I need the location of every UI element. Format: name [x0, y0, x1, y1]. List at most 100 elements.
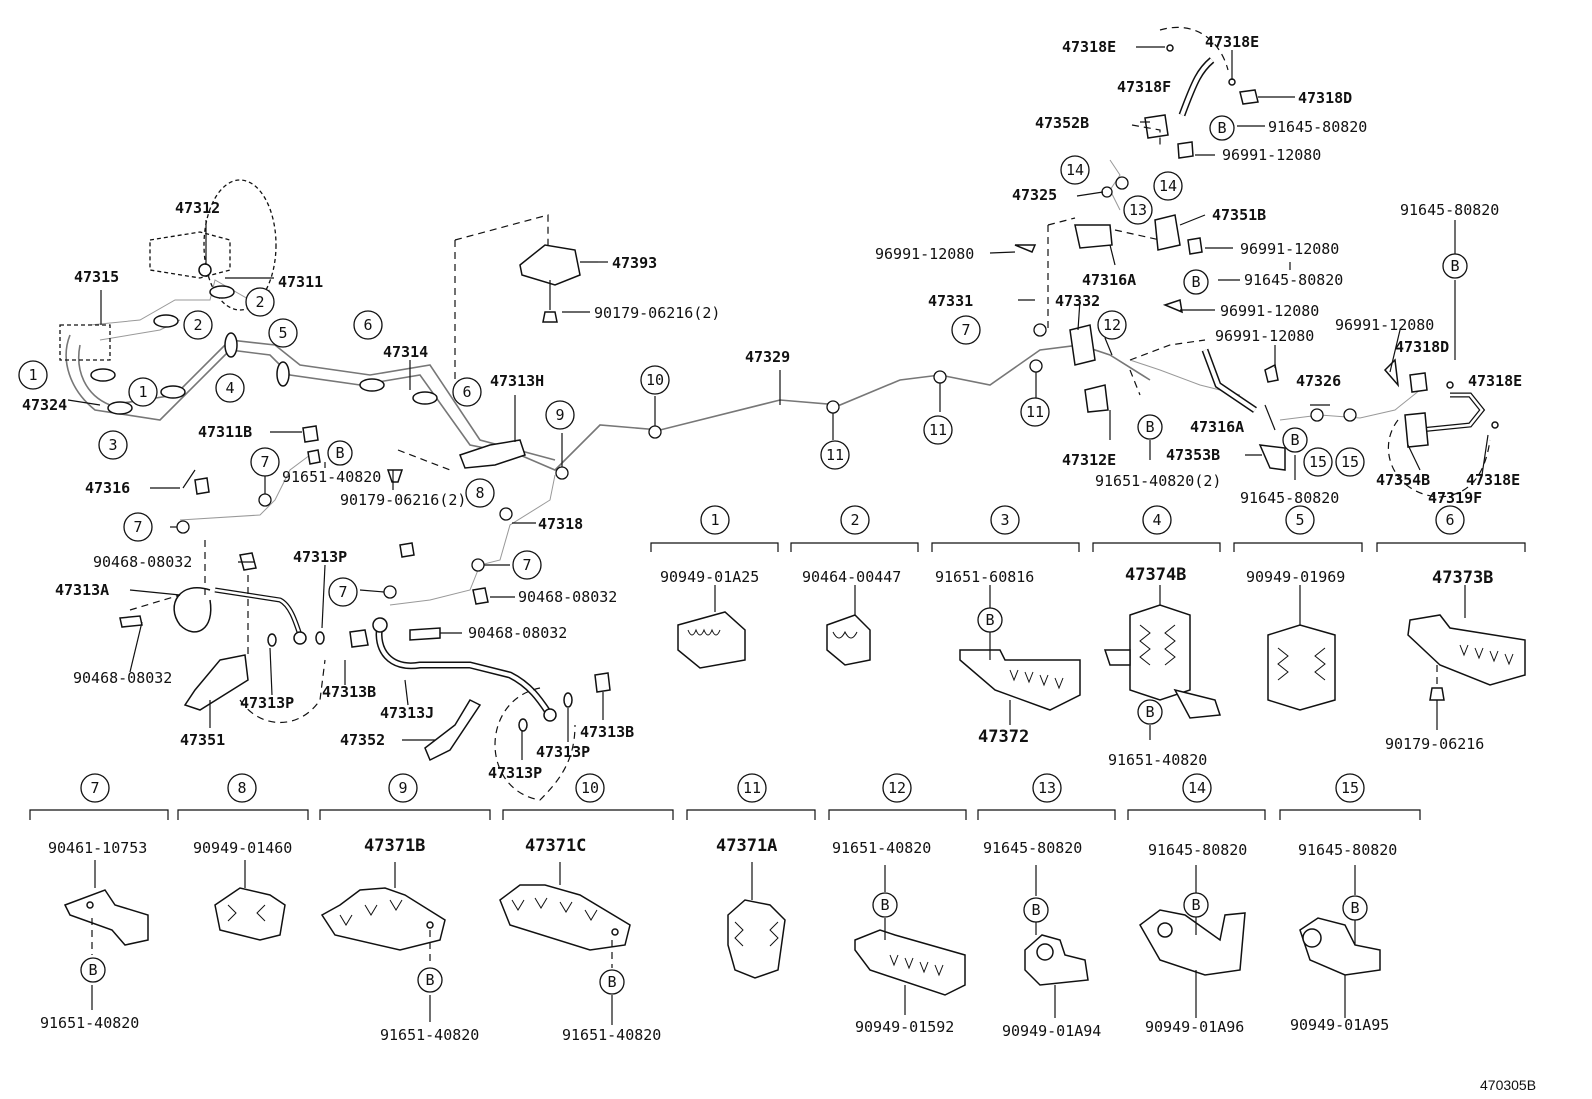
label-47318E: 47318E [1466, 471, 1520, 489]
callout-number: 7 [260, 453, 269, 471]
detail-7-part: 90461-10753 [48, 839, 147, 857]
detail-clamp-6 [1407, 585, 1526, 730]
callout-4: 4 [1142, 505, 1172, 535]
label-91651-40820: 91651-40820 [282, 468, 381, 486]
callout-3: 3 [98, 430, 128, 460]
callout-number: 12 [1103, 316, 1121, 334]
label-90468-08032: 90468-08032 [518, 588, 617, 606]
bolt-ref-B: B [1183, 892, 1209, 918]
detail-14-clip: 90949-01A96 [1145, 1018, 1244, 1036]
label-47313P: 47313P [293, 548, 347, 566]
detail-clamp-5 [1267, 585, 1336, 711]
callout-11: 11 [737, 773, 767, 803]
detail-clamp-12 [854, 865, 966, 1015]
pipe-nodes [176, 176, 1357, 599]
label-47313P: 47313P [488, 764, 542, 782]
detail-6-clamp: 47373B [1432, 568, 1493, 588]
callout-number: 9 [555, 406, 564, 424]
callout-8: 8 [465, 478, 495, 508]
label-47352B: 47352B [1035, 114, 1089, 132]
bolt-ref-B: B [599, 969, 625, 995]
callout-number: 2 [255, 293, 264, 311]
callout-number: 7 [961, 321, 970, 339]
svg-text:B: B [880, 896, 889, 914]
callout-number: 13 [1129, 201, 1147, 219]
label-47318E: 47318E [1205, 33, 1259, 51]
label-90179-06216-2: 90179-06216(2) [340, 491, 466, 509]
callout-11: 11 [923, 415, 953, 445]
callout-number: 12 [888, 779, 906, 797]
label-96991-12080: 96991-12080 [1222, 146, 1321, 164]
callout-15: 15 [1335, 773, 1365, 803]
label-47314: 47314 [383, 343, 428, 361]
label-47354B: 47354B [1376, 471, 1430, 489]
svg-text:B: B [985, 611, 994, 629]
callout-2: 2 [245, 287, 275, 317]
detail-4-part: 91651-40820 [1108, 751, 1207, 769]
callout-6: 6 [1435, 505, 1465, 535]
label-90468-08032: 90468-08032 [73, 669, 172, 687]
label-91645-80820: 91645-80820 [1400, 201, 1499, 219]
detail-8-part: 90949-01460 [193, 839, 292, 857]
junction-47313H [397, 395, 526, 471]
detail-clamp-8 [214, 860, 286, 941]
callout-number: 1 [28, 366, 37, 384]
callout-3: 3 [990, 505, 1020, 535]
svg-text:B: B [335, 444, 344, 462]
detail-labels: 90949-01A25 90464-00447 91651-60816 4737… [40, 565, 1493, 1044]
callout-9: 9 [545, 400, 575, 430]
bolt-ref-B: B [1137, 699, 1163, 725]
callout-7: 7 [512, 550, 542, 580]
bracket-47393 [454, 214, 598, 390]
callout-8: 8 [227, 773, 257, 803]
hose-47313J [349, 542, 611, 801]
detail-3-clamp: 47372 [978, 727, 1029, 747]
detail-12-part: 91651-40820 [832, 839, 931, 857]
label-90179-06216-2: 90179-06216(2) [594, 304, 720, 322]
callout-7: 7 [80, 773, 110, 803]
detail-clamp-14 [1139, 865, 1246, 1018]
fasteners [194, 425, 404, 495]
label-47324: 47324 [22, 396, 67, 414]
label-47313J: 47313J [380, 704, 434, 722]
detail-9-clamp: 47371B [364, 836, 425, 856]
svg-text:B: B [1350, 899, 1359, 917]
callout-number: 11 [929, 421, 947, 439]
callout-number: 13 [1038, 779, 1056, 797]
callout-10: 10 [575, 773, 605, 803]
callout-9: 9 [388, 773, 418, 803]
diagram-code: 470305B [1480, 1077, 1536, 1093]
detail-12-clip: 90949-01592 [855, 1018, 954, 1036]
label-47331: 47331 [928, 292, 973, 310]
right-hose-assembly [1014, 26, 1499, 498]
svg-text:B: B [1031, 901, 1040, 919]
svg-text:B: B [88, 961, 97, 979]
bolt-ref-B: B [1183, 269, 1209, 295]
part-labels: 47318E 47318E 47318F 47318D 47352B 91645… [22, 33, 1522, 782]
bolt-ref-B: B [1342, 895, 1368, 921]
label-47318D: 47318D [1298, 89, 1352, 107]
label-47318F: 47318F [1117, 78, 1171, 96]
svg-text:B: B [1145, 703, 1154, 721]
bolt-ref-B: B [80, 957, 106, 983]
detail-3-part: 91651-60816 [935, 568, 1034, 586]
callout-number: 7 [522, 556, 531, 574]
callout-number: 6 [1445, 511, 1454, 529]
callout-7: 7 [123, 512, 153, 542]
label-47393: 47393 [612, 254, 657, 272]
label-47332: 47332 [1055, 292, 1100, 310]
label-47313B: 47313B [322, 683, 376, 701]
callout-number: 11 [743, 779, 761, 797]
label-90468-08032: 90468-08032 [93, 553, 192, 571]
callout-6: 6 [452, 377, 482, 407]
detail-clamp-1 [677, 585, 746, 669]
detail-10-bolt: 91651-40820 [562, 1026, 661, 1044]
svg-text:B: B [1145, 418, 1154, 436]
callout-15: 15 [1303, 447, 1333, 477]
bolt-ref-B: B [1023, 897, 1049, 923]
brake-booster [59, 179, 277, 361]
callout-number: 2 [193, 316, 202, 334]
label-96991-12080: 96991-12080 [1220, 302, 1319, 320]
label-47312: 47312 [175, 199, 220, 217]
detail-6-part: 90179-06216 [1385, 735, 1484, 753]
